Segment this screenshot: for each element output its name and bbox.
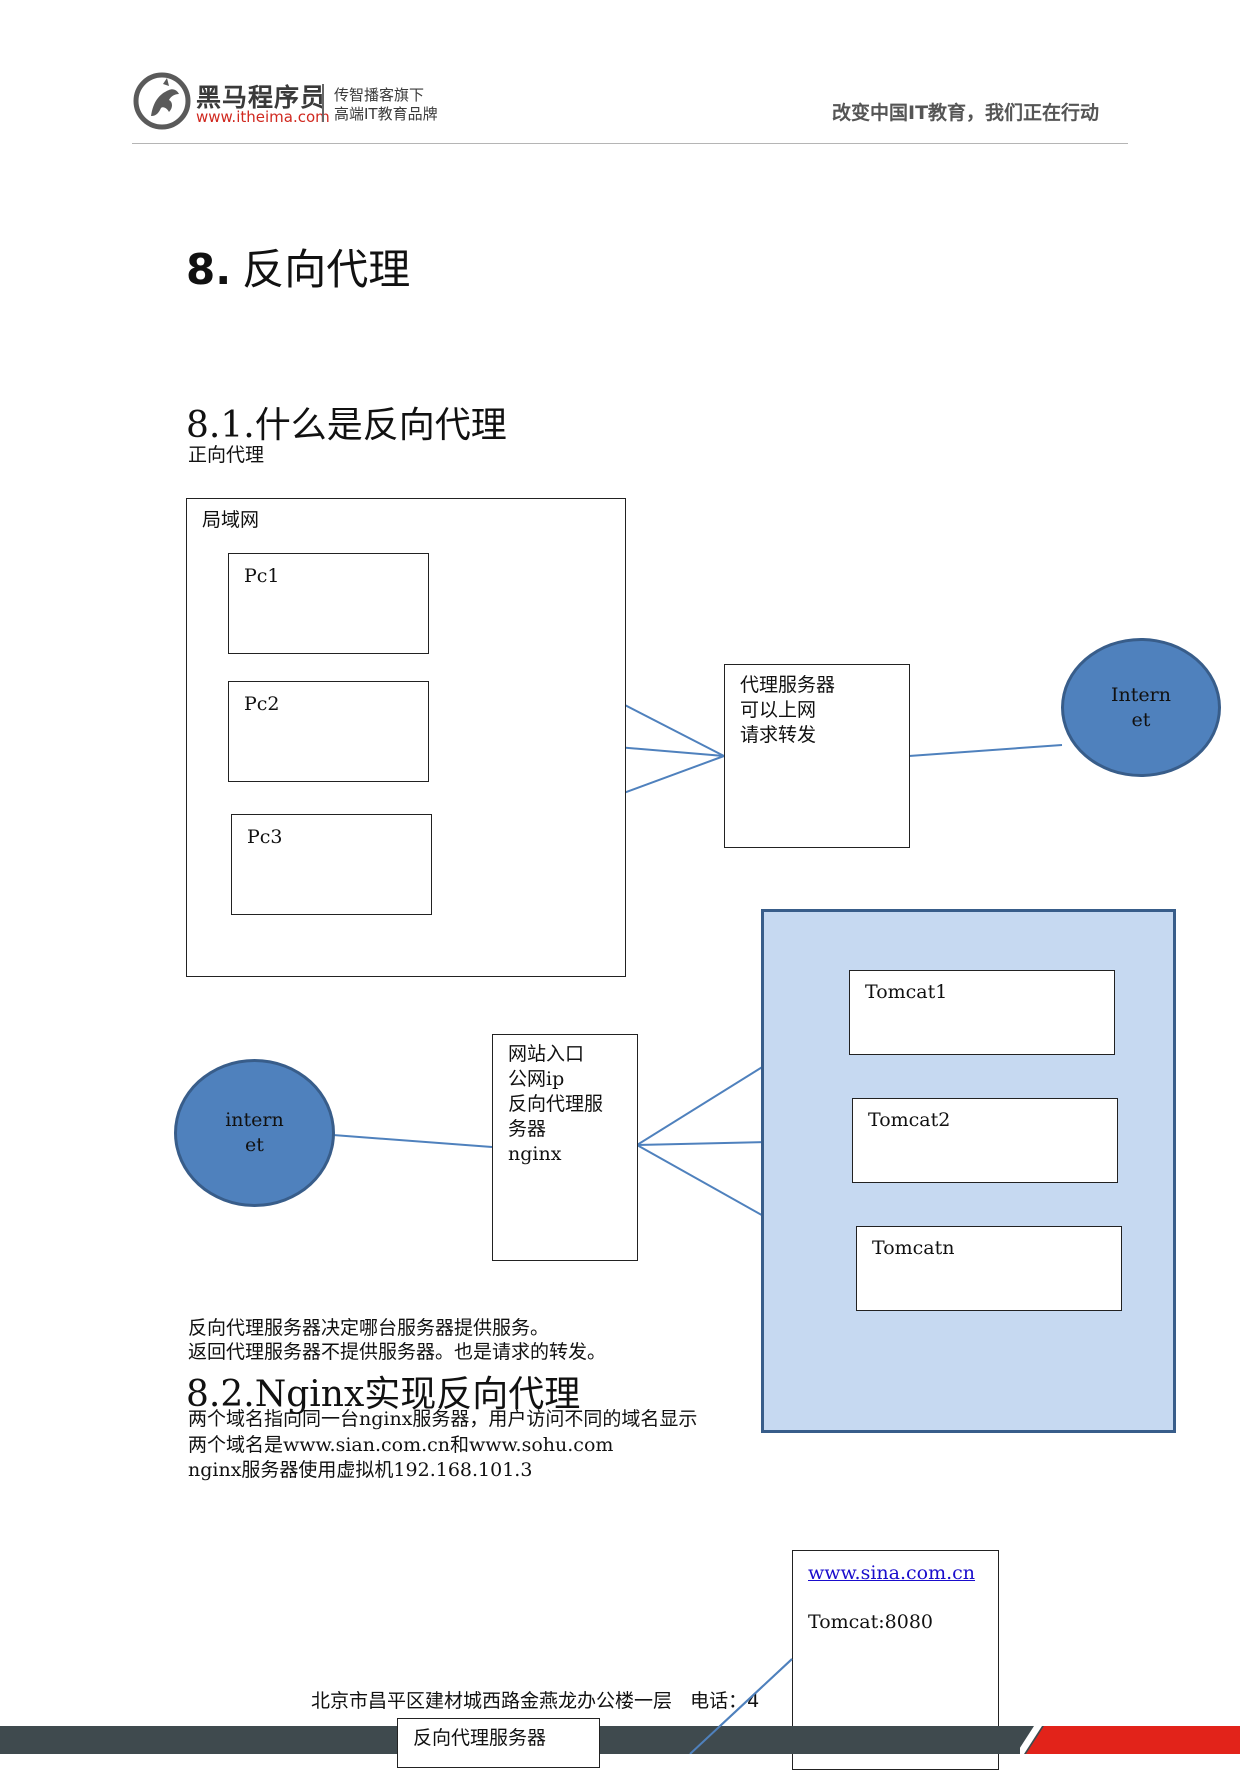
brand-name: 黑马程序员 bbox=[196, 83, 327, 112]
footer-red-accent bbox=[1020, 1726, 1240, 1754]
tomcat1-label: Tomcat1 bbox=[865, 981, 948, 1003]
website-entry-box bbox=[492, 1034, 638, 1261]
pc1-box bbox=[228, 553, 429, 654]
note-line-1: 反向代理服务器决定哪台服务器提供服务。 bbox=[188, 1317, 550, 1339]
brand-tagline-2: 高端IT教育品牌 bbox=[334, 105, 438, 123]
section-2-title: 8.2.Nginx实现反向代理 bbox=[186, 1374, 581, 1415]
section-1-subtitle: 正向代理 bbox=[188, 444, 265, 466]
tomcatn-box bbox=[856, 1226, 1122, 1311]
line-internet-entry bbox=[332, 1134, 493, 1148]
internet-node-2-label: intern et bbox=[225, 1109, 284, 1156]
brand-url: www.itheima.com bbox=[196, 108, 330, 126]
chapter-number: 8. bbox=[186, 245, 232, 294]
tomcat1-box bbox=[849, 970, 1115, 1055]
internet-node-1-label: Intern et bbox=[1111, 683, 1171, 731]
horse-logo-icon bbox=[133, 72, 191, 130]
section-1-title: 8.1.什么是反向代理 bbox=[186, 405, 507, 446]
internet-node-2: intern et bbox=[174, 1059, 335, 1207]
proxy-server-box bbox=[724, 664, 910, 848]
pc3-box bbox=[231, 814, 432, 915]
header-slogan: 改变中国IT教育，我们正在行动 bbox=[832, 102, 1100, 124]
section-2-line-1: 两个域名指向同一台nginx服务器，用户访问不同的域名显示 bbox=[188, 1408, 698, 1430]
chapter-title: 反向代理 bbox=[242, 245, 411, 294]
pc2-label: Pc2 bbox=[244, 693, 280, 715]
section-2-line-2: 两个域名是www.sian.com.cn和www.sohu.com bbox=[188, 1434, 614, 1456]
chapter-heading: 8. 反向代理 bbox=[186, 236, 410, 297]
sina-site-link[interactable]: www.sina.com.cn bbox=[808, 1562, 976, 1584]
sina-tomcat-port: Tomcat:8080 bbox=[808, 1611, 934, 1633]
header-rule bbox=[132, 143, 1128, 144]
tomcat2-box bbox=[852, 1098, 1118, 1183]
internet-node-1: Intern et bbox=[1061, 638, 1221, 777]
reverse-proxy-server-label: 反向代理服务器 bbox=[413, 1727, 547, 1749]
lan-label: 局域网 bbox=[202, 509, 260, 531]
proxy-server-label: 代理服务器 可以上网 请求转发 bbox=[740, 674, 836, 746]
tomcat2-label: Tomcat2 bbox=[868, 1109, 951, 1131]
pc2-box bbox=[228, 681, 429, 782]
pc1-label: Pc1 bbox=[244, 565, 280, 587]
line-proxy-internet bbox=[908, 744, 1063, 757]
brand-tagline-1: 传智播客旗下 bbox=[334, 86, 425, 104]
page-header: 黑马程序员 www.itheima.com 传智播客旗下 高端IT教育品牌 改变… bbox=[0, 0, 1240, 150]
section-2-line-3: nginx服务器使用虚拟机192.168.101.3 bbox=[188, 1459, 533, 1481]
tomcatn-label: Tomcatn bbox=[872, 1237, 955, 1259]
website-entry-label: 网站入口 公网ip 反向代理服 务器 nginx bbox=[508, 1043, 604, 1165]
brand-divider bbox=[322, 84, 324, 122]
pc3-label: Pc3 bbox=[247, 826, 283, 848]
note-line-2: 返回代理服务器不提供服务器。也是请求的转发。 bbox=[188, 1341, 607, 1363]
